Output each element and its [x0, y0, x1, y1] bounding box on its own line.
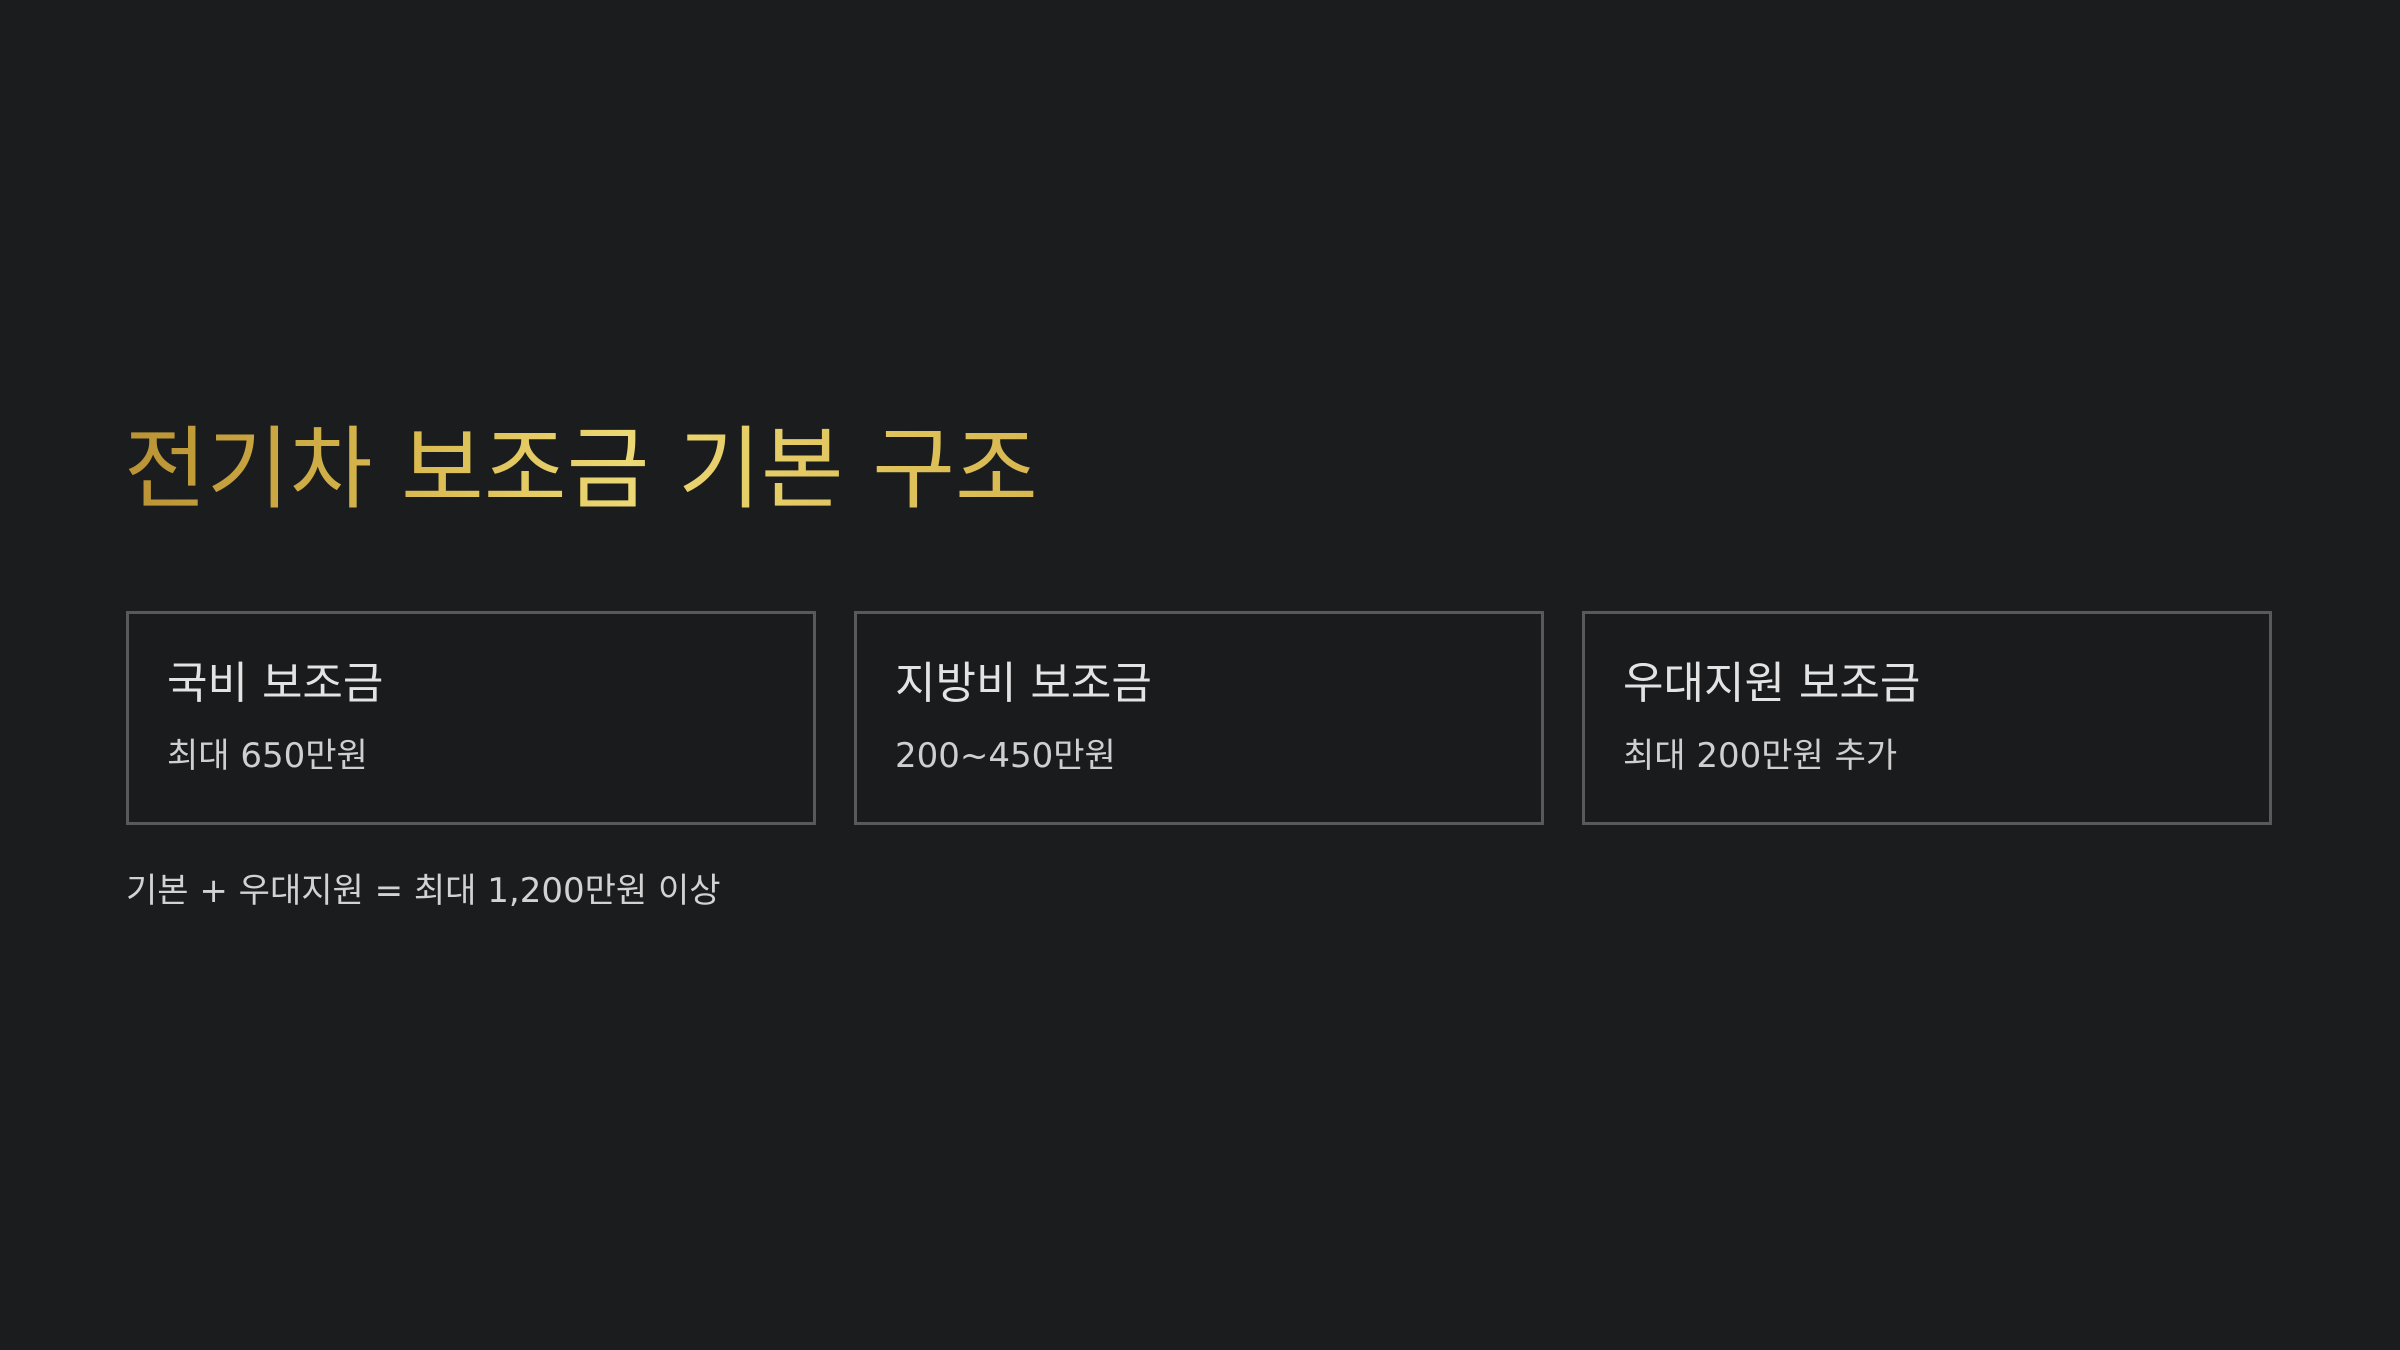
summary-text: 기본 + 우대지원 = 최대 1,200만원 이상	[126, 871, 721, 911]
card-value: 200~450만원	[895, 736, 1116, 776]
card-national-subsidy: 국비 보조금 최대 650만원	[126, 611, 816, 825]
card-local-subsidy: 지방비 보조금 200~450만원	[854, 611, 1544, 825]
card-title: 지방비 보조금	[895, 658, 1152, 709]
slide-title: 전기차 보조금 기본 구조	[124, 415, 1038, 525]
card-value: 최대 200만원 추가	[1623, 736, 1898, 776]
card-title: 우대지원 보조금	[1623, 658, 1921, 709]
card-value: 최대 650만원	[167, 736, 368, 776]
card-preferential-subsidy: 우대지원 보조금 최대 200만원 추가	[1582, 611, 2272, 825]
card-title: 국비 보조금	[167, 658, 384, 709]
